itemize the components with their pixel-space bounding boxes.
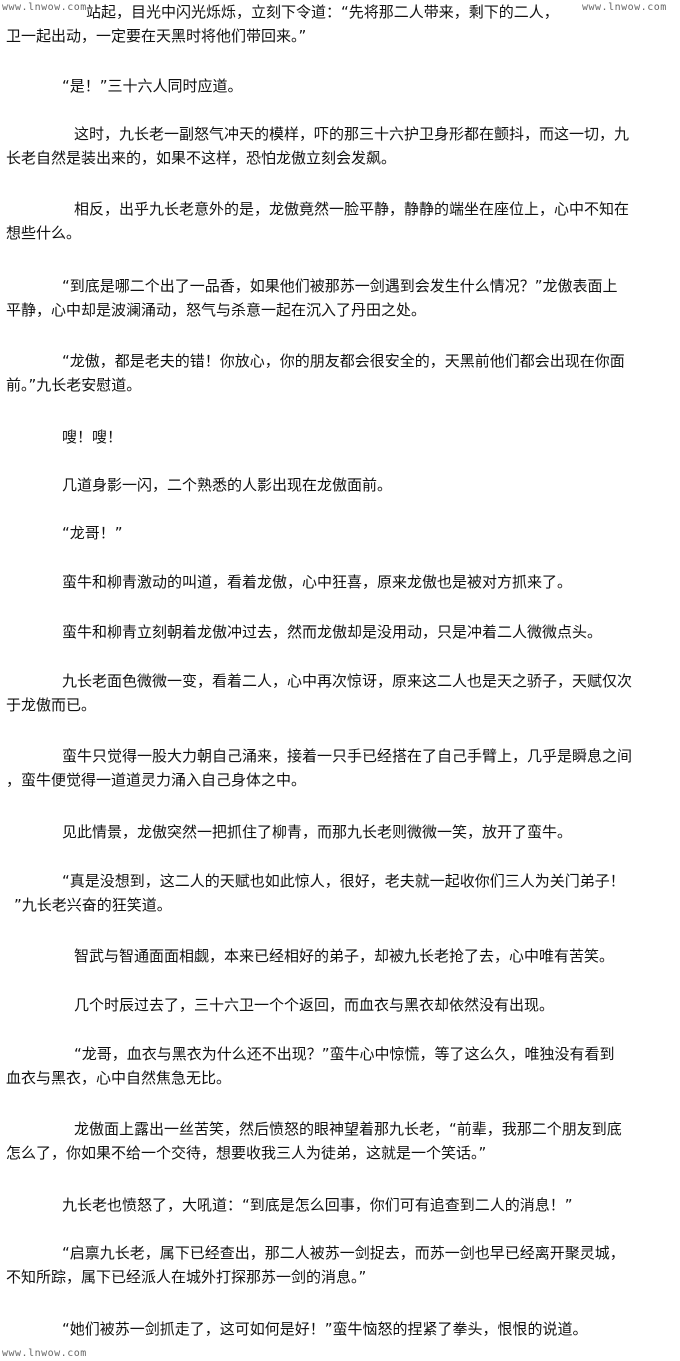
paragraph: “她们被苏一剑抓走了，这可如何是好！”蛮牛恼怒的捏紧了拳头，恨恨的说道。: [62, 1317, 588, 1341]
paragraph-line: “龙哥！”: [62, 524, 123, 542]
paragraph: “龙哥！”: [62, 521, 123, 545]
paragraph-line: 相反，出乎九长老意外的是，龙傲竟然一脸平静，静静的端坐在座位上，心中不知在: [74, 200, 630, 218]
paragraph-line: 几道身影一闪，二个熟悉的人影出现在龙傲面前。: [62, 476, 393, 494]
paragraph: “龙哥，血衣与黑衣为什么还不出现？”蛮牛心中惊慌，等了这么久，唯独没有看到 血衣…: [6, 1042, 615, 1090]
paragraph-line: “真是没想到，这二人的天赋也如此惊人，很好，老夫就一起收你们三人为关门弟子！: [62, 872, 625, 890]
paragraph: 站起，目光中闪光烁烁，立刻下令道：“先将那二人带来，剩下的二人， 卫一起出动，一…: [6, 0, 559, 48]
paragraph: “是！”三十六人同时应道。: [62, 74, 243, 98]
paragraph: “真是没想到，这二人的天赋也如此惊人，很好，老夫就一起收你们三人为关门弟子！ ”…: [14, 869, 625, 917]
paragraph: 蛮牛和柳青立刻朝着龙傲冲过去，然而龙傲却是没用动，只是冲着二人微微点头。: [62, 620, 602, 644]
paragraph-line: 平静，心中却是波澜涌动，怒气与杀意一起在沉入了丹田之处。: [6, 301, 427, 319]
paragraph-line: “她们被苏一剑抓走了，这可如何是好！”蛮牛恼怒的捏紧了拳头，恨恨的说道。: [62, 1320, 588, 1338]
paragraph: “龙傲，都是老夫的错！你放心，你的朋友都会很安全的，天黑前他们都会出现在你面 前…: [6, 349, 625, 397]
paragraph-line: 站起，目光中闪光烁烁，立刻下令道：“先将那二人带来，剩下的二人，: [86, 3, 559, 21]
paragraph-line: 九长老也愤怒了，大吼道：“到底是怎么回事，你们可有追查到二人的消息！”: [62, 1196, 573, 1214]
paragraph-line: 于龙傲而已。: [6, 696, 97, 714]
paragraph-line: 九长老面色微微一变，看着二人，心中再次惊讶，原来这二人也是天之骄子，天赋仅次: [62, 672, 633, 690]
paragraph-line: 血衣与黑衣，心中自然焦急无比。: [6, 1069, 232, 1087]
paragraph-line: “到底是哪二个出了一品香，如果他们被那苏一剑遇到会发生什么情况？”龙傲表面上: [62, 277, 618, 295]
watermark-top-right: www.lnwow.com: [582, 2, 667, 14]
watermark-bottom-left: www.lnwow.com: [2, 1348, 87, 1360]
paragraph-line: 卫一起出动，一定要在天黑时将他们带回来。”: [6, 27, 307, 45]
paragraph: 相反，出乎九长老意外的是，龙傲竟然一脸平静，静静的端坐在座位上，心中不知在 想些…: [6, 197, 630, 245]
paragraph-line: 龙傲面上露出一丝苦笑，然后愤怒的眼神望着那九长老，“前辈，我那二个朋友到底: [74, 1120, 622, 1138]
paragraph: 嗖！嗖！: [62, 425, 122, 449]
paragraph-line: “龙傲，都是老夫的错！你放心，你的朋友都会很安全的，天黑前他们都会出现在你面: [62, 352, 625, 370]
paragraph-line: ，蛮牛便觉得一道道灵力涌入自己身体之中。: [6, 771, 307, 789]
watermark-top-left: www.lnwow.com: [2, 2, 87, 14]
paragraph-line: ”九长老兴奋的狂笑道。: [14, 896, 172, 914]
paragraph: 九长老也愤怒了，大吼道：“到底是怎么回事，你们可有追查到二人的消息！”: [62, 1193, 573, 1217]
paragraph-line: 蛮牛和柳青立刻朝着龙傲冲过去，然而龙傲却是没用动，只是冲着二人微微点头。: [62, 623, 603, 641]
paragraph-line: 嗖！嗖！: [62, 428, 123, 446]
paragraph-line: 这时，九长老一副怒气冲天的模样，吓的那三十六护卫身形都在颤抖，而这一切，九: [74, 125, 630, 143]
paragraph-line: 前。”九长老安慰道。: [6, 376, 142, 394]
paragraph: “到底是哪二个出了一品香，如果他们被那苏一剑遇到会发生什么情况？”龙傲表面上 平…: [6, 274, 618, 322]
paragraph: 这时，九长老一副怒气冲天的模样，吓的那三十六护卫身形都在颤抖，而这一切，九 长老…: [6, 122, 630, 170]
paragraph: 龙傲面上露出一丝苦笑，然后愤怒的眼神望着那九长老，“前辈，我那二个朋友到底 怎么…: [6, 1117, 622, 1165]
paragraph-line: “龙哥，血衣与黑衣为什么还不出现？”蛮牛心中惊慌，等了这么久，唯独没有看到: [74, 1045, 615, 1063]
paragraph: “启禀九长老，属下已经查出，那二人被苏一剑捉去，而苏一剑也早已经离开聚灵城， 不…: [6, 1241, 625, 1289]
paragraph: 几个时辰过去了，三十六卫一个个返回，而血衣与黑衣却依然没有出现。: [74, 993, 554, 1017]
paragraph: 几道身影一闪，二个熟悉的人影出现在龙傲面前。: [62, 473, 392, 497]
paragraph-line: “是！”三十六人同时应道。: [62, 77, 243, 95]
paragraph: 九长老面色微微一变，看着二人，心中再次惊讶，原来这二人也是天之骄子，天赋仅次 于…: [6, 669, 633, 717]
paragraph-line: 想些什么。: [6, 224, 82, 242]
paragraph-line: “启禀九长老，属下已经查出，那二人被苏一剑捉去，而苏一剑也早已经离开聚灵城，: [62, 1244, 625, 1262]
paragraph-line: 怎么了，你如果不给一个交待，想要收我三人为徒弟，这就是一个笑话。”: [6, 1144, 487, 1162]
paragraph: 智武与智通面面相觑，本来已经相好的弟子，却被九长老抢了去，心中唯有苦笑。: [74, 944, 614, 968]
paragraph: 蛮牛和柳青激动的叫道，看着龙傲，心中狂喜，原来龙傲也是被对方抓来了。: [62, 570, 572, 594]
paragraph-line: 不知所踪，属下已经派人在城外打探那苏一剑的消息。”: [6, 1268, 367, 1286]
paragraph-line: 几个时辰过去了，三十六卫一个个返回，而血衣与黑衣却依然没有出现。: [74, 996, 555, 1014]
paragraph-line: 长老自然是装出来的，如果不这样，恐怕龙傲立刻会发飙。: [6, 149, 397, 167]
paragraph-line: 蛮牛只觉得一股大力朝自己涌来，接着一只手已经搭在了自己手臂上，几乎是瞬息之间: [62, 747, 633, 765]
paragraph-line: 见此情景，龙傲突然一把抓住了柳青，而那九长老则微微一笑，放开了蛮牛。: [62, 823, 573, 841]
paragraph: 蛮牛只觉得一股大力朝自己涌来，接着一只手已经搭在了自己手臂上，几乎是瞬息之间 ，…: [6, 744, 633, 792]
paragraph-line: 智武与智通面面相觑，本来已经相好的弟子，却被九长老抢了去，心中唯有苦笑。: [74, 947, 615, 965]
paragraph: 见此情景，龙傲突然一把抓住了柳青，而那九长老则微微一笑，放开了蛮牛。: [62, 820, 572, 844]
paragraph-line: 蛮牛和柳青激动的叫道，看着龙傲，心中狂喜，原来龙傲也是被对方抓来了。: [62, 573, 573, 591]
